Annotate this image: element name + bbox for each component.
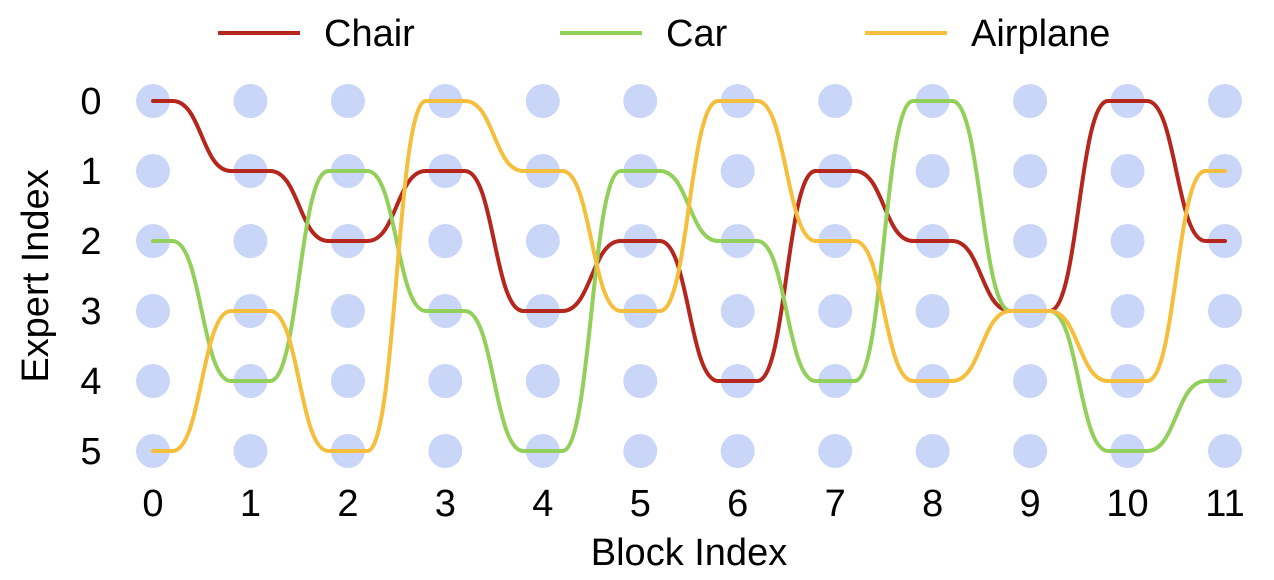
expert-node: [818, 434, 853, 468]
expert-node: [1013, 364, 1048, 398]
expert-node: [623, 364, 658, 398]
expert-node: [915, 434, 950, 468]
x-axis-label: Block Index: [591, 532, 787, 574]
expert-node: [136, 154, 170, 188]
expert-node: [915, 154, 950, 188]
expert-node: [1013, 434, 1048, 468]
x-tick-label: 8: [922, 483, 943, 525]
expert-node: [1110, 224, 1145, 258]
expert-node: [1208, 294, 1242, 328]
x-tick-label: 3: [435, 483, 456, 525]
series-line-airplane: [151, 99, 1227, 453]
expert-node: [1013, 154, 1048, 188]
expert-node: [233, 224, 268, 258]
x-tick-label: 0: [142, 483, 163, 525]
expert-node: [525, 364, 560, 398]
x-tick-label: 10: [1106, 483, 1148, 525]
expert-node: [915, 294, 950, 328]
legend: Chair Car Airplane: [218, 13, 1110, 55]
expert-nodes: [136, 84, 1242, 468]
expert-node: [428, 364, 463, 398]
x-tick-label: 6: [727, 483, 748, 525]
expert-node: [428, 434, 463, 468]
x-tick-label: 5: [630, 483, 651, 525]
expert-node: [428, 224, 463, 258]
x-tick-labels: 0 1 2 3 4 5 6 7 8 9 10 11: [142, 483, 1244, 525]
y-tick-label: 5: [80, 431, 101, 473]
expert-node: [818, 84, 853, 118]
y-tick-label: 3: [80, 291, 101, 333]
expert-node: [818, 294, 853, 328]
expert-node: [233, 434, 268, 468]
expert-node: [330, 294, 365, 328]
y-tick-label: 4: [80, 361, 101, 403]
series-line-car: [151, 99, 1227, 453]
y-tick-label: 0: [80, 81, 101, 123]
x-tick-label: 2: [337, 483, 358, 525]
expert-node: [720, 294, 755, 328]
y-tick-labels: 0 1 2 3 4 5: [80, 81, 101, 473]
expert-node: [1208, 84, 1242, 118]
x-tick-label: 11: [1205, 483, 1244, 525]
expert-node: [330, 364, 365, 398]
expert-node: [1110, 294, 1145, 328]
y-axis-label: Expert Index: [15, 169, 57, 382]
expert-node: [623, 84, 658, 118]
legend-label-car: Car: [666, 13, 728, 55]
expert-node: [136, 294, 170, 328]
legend-label-airplane: Airplane: [971, 13, 1110, 55]
expert-node: [525, 224, 560, 258]
expert-node: [1013, 224, 1048, 258]
expert-node: [330, 84, 365, 118]
x-tick-label: 7: [825, 483, 846, 525]
expert-node: [720, 154, 755, 188]
x-tick-label: 1: [240, 483, 261, 525]
expert-node: [623, 434, 658, 468]
expert-node: [1208, 434, 1242, 468]
expert-node: [720, 434, 755, 468]
expert-node: [1110, 154, 1145, 188]
expert-node: [136, 364, 170, 398]
series-line-chair: [151, 99, 1227, 383]
x-tick-label: 9: [1020, 483, 1041, 525]
y-tick-label: 1: [80, 151, 101, 193]
expert-node: [525, 84, 560, 118]
series-lines: [151, 99, 1227, 453]
expert-node: [233, 84, 268, 118]
legend-label-chair: Chair: [324, 13, 415, 55]
expert-node: [1013, 84, 1048, 118]
y-tick-label: 2: [80, 221, 101, 263]
x-tick-label: 4: [532, 483, 553, 525]
